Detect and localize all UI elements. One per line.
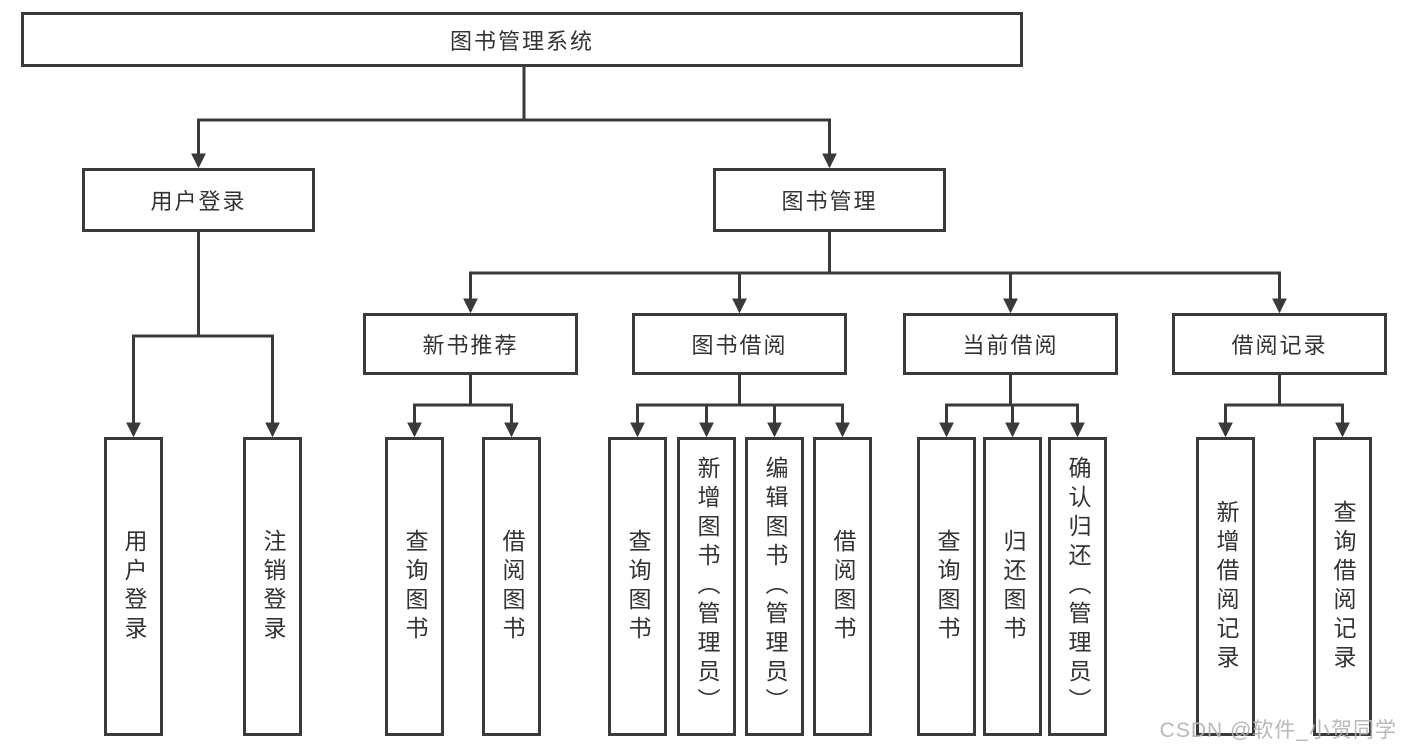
- leaf-query-borrow-record: 查询借阅记录: [1313, 437, 1372, 736]
- leaf-edit-book-admin: 编辑图书（管理员）: [745, 437, 804, 736]
- node-borrowing-records: 借阅记录: [1172, 313, 1387, 375]
- leaf-query-books-borrowing: 查询图书: [608, 437, 667, 736]
- leaf-borrow-books-borrowing: 借阅图书: [813, 437, 872, 736]
- leaf-query-books-current: 查询图书: [917, 437, 976, 736]
- leaf-add-borrow-record: 新增借阅记录: [1196, 437, 1255, 736]
- leaf-user-login: 用户登录: [104, 437, 163, 736]
- leaf-logout: 注销登录: [243, 437, 302, 736]
- node-book-borrowing: 图书借阅: [632, 313, 847, 375]
- leaf-return-book: 归还图书: [983, 437, 1042, 736]
- csdn-watermark: CSDN @软件_小贺同学: [1159, 719, 1397, 742]
- leaf-add-book-admin: 新增图书（管理员）: [677, 437, 736, 736]
- node-user-login: 用户登录: [82, 168, 315, 232]
- node-current-borrowing: 当前借阅: [903, 313, 1118, 375]
- leaf-borrow-books-recommend: 借阅图书: [482, 437, 541, 736]
- leaf-query-books-recommend: 查询图书: [385, 437, 444, 736]
- node-library-management-system: 图书管理系统: [21, 12, 1023, 67]
- node-new-book-recommend: 新书推荐: [363, 313, 578, 375]
- leaf-confirm-return-admin: 确认归还（管理员）: [1048, 437, 1107, 736]
- node-book-management: 图书管理: [713, 168, 946, 232]
